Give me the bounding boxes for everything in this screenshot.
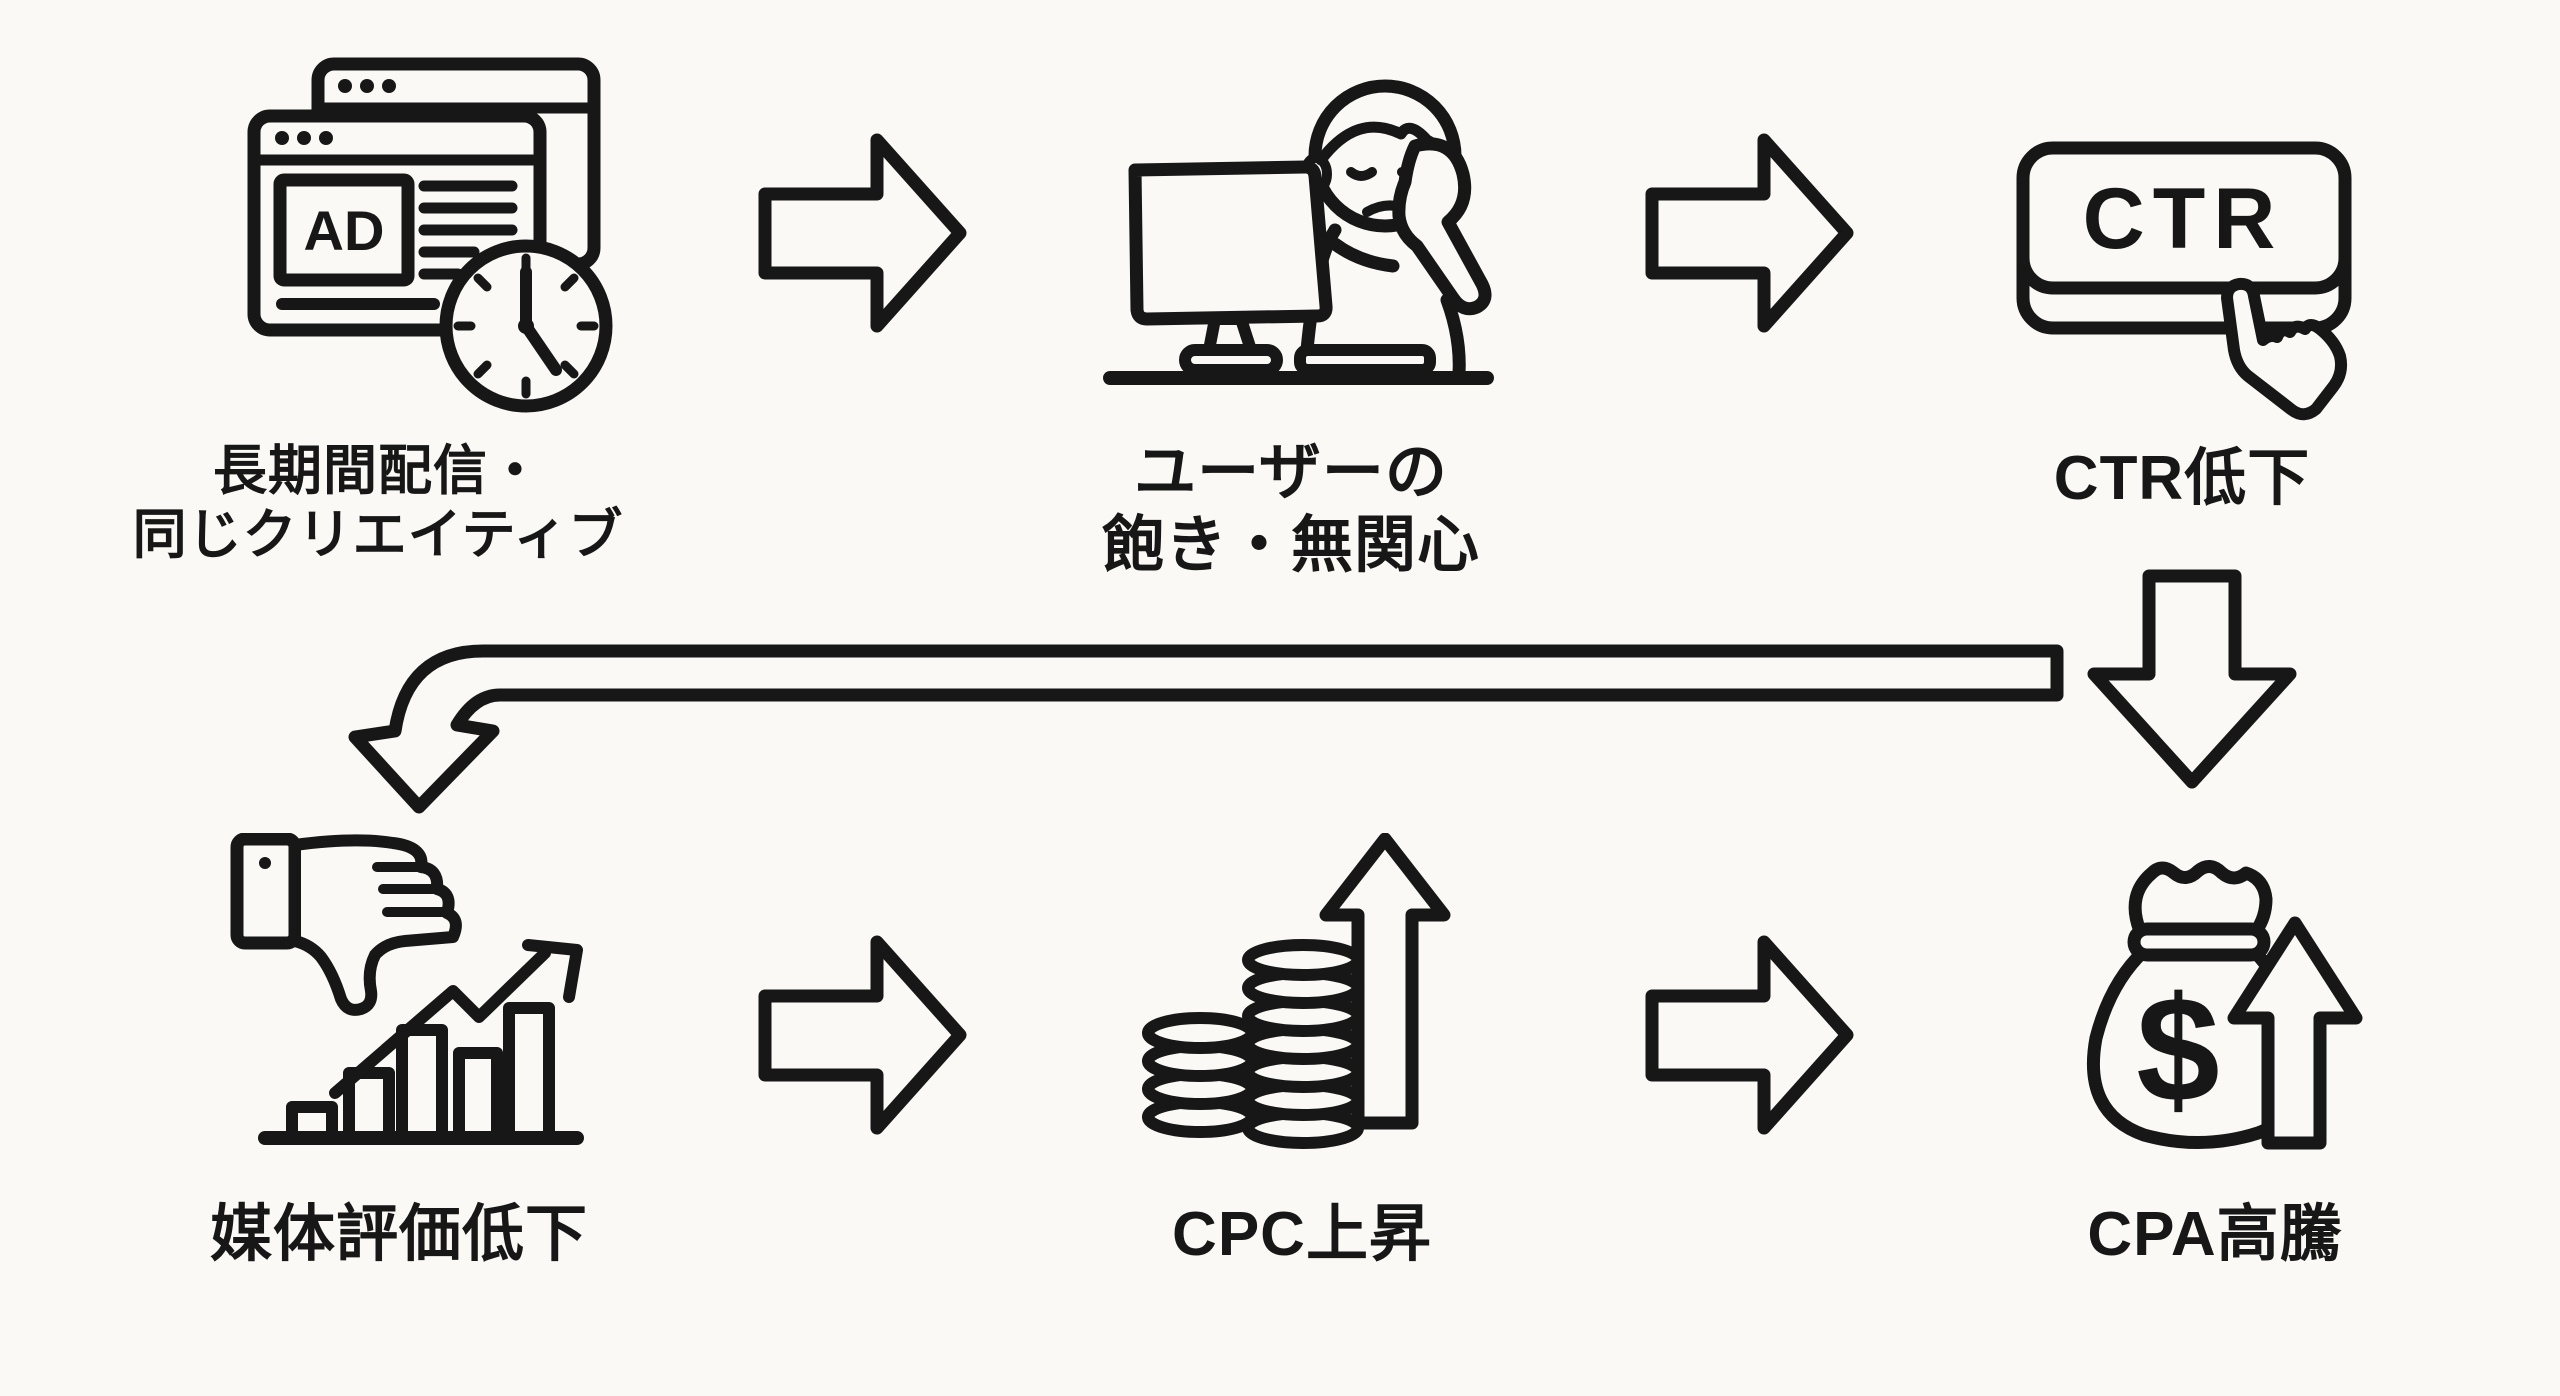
- thumbs-down-hand: [289, 834, 462, 1016]
- monitor: [1128, 160, 1333, 326]
- bar-3: [396, 1024, 448, 1144]
- flow-arrow-right-1: [758, 133, 967, 333]
- bar-5: [503, 1002, 555, 1144]
- up-arrow: [2227, 916, 2363, 1150]
- short-coin-stack: [1142, 1012, 1258, 1138]
- flow-arrow-right-2: [1645, 133, 1854, 333]
- dollar-sign-text: $: [2136, 965, 2219, 1133]
- coin-stacks-up-arrow-icon: [1142, 833, 1451, 1149]
- label-cpc-rise: CPC上昇: [1172, 1200, 1432, 1269]
- up-arrow: [1319, 833, 1451, 1130]
- hand-on-cheek: [1392, 137, 1492, 316]
- ad-badge-text: AD: [304, 199, 385, 262]
- tall-coin-stack: [1242, 939, 1364, 1149]
- trend-arrowhead: [522, 939, 583, 1003]
- bar-4: [453, 1047, 503, 1144]
- label-media-rating-decline: 媒体評価低下: [209, 1200, 589, 1269]
- cursor-hand-icon: [2221, 277, 2348, 421]
- label-user-boredom: ユーザーの 飽き・無関心: [1101, 438, 1481, 581]
- flow-arrow-right-3: [758, 935, 967, 1135]
- ctr-button-click-icon: CTR: [2016, 141, 2352, 421]
- flow-arrow-right-4: [1645, 935, 1854, 1135]
- sleeve-cuff: [230, 833, 302, 950]
- label-long-delivery-same-creative: 長期間配信・ 同じクリエイティブ: [132, 441, 624, 565]
- ctr-button-text: CTR: [2083, 171, 2284, 267]
- money-bag-up-arrow-icon: $: [2086, 860, 2363, 1150]
- label-cpa-surge: CPA高騰: [2087, 1200, 2343, 1269]
- keyboard: [1294, 344, 1436, 376]
- ad-browser-clock-icon: AD: [247, 57, 613, 413]
- ctr-button: [2016, 141, 2352, 295]
- money-bag-knot: [2128, 860, 2273, 938]
- bored-user-computer-icon: [1103, 79, 1494, 385]
- return-arrow: [348, 644, 2064, 814]
- label-ctr-decline: CTR低下: [2053, 444, 2311, 513]
- flow-arrow-down: [2087, 569, 2297, 789]
- thumbs-down-chart-icon: [230, 833, 584, 1145]
- trend-line: [329, 947, 551, 1099]
